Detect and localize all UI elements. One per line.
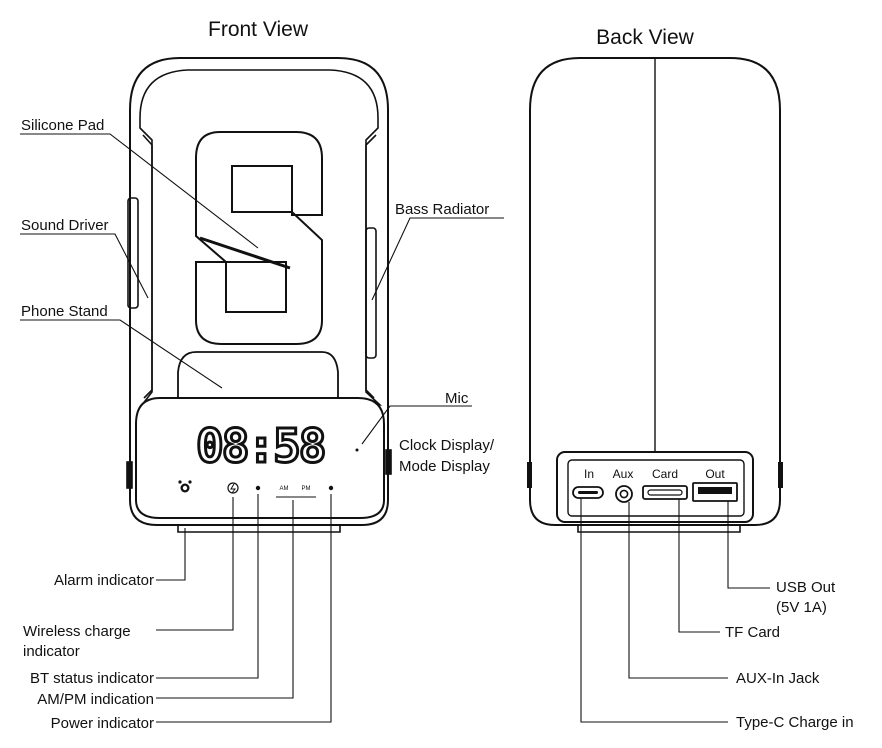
label-tf-card: TF Card: [725, 624, 780, 641]
back-view-title: Back View: [596, 26, 694, 49]
label-wireless-line2: indicator: [23, 643, 80, 660]
label-power: Power indicator: [51, 715, 154, 732]
port-label-card: Card: [652, 467, 678, 481]
label-bt-status: BT status indicator: [30, 670, 154, 687]
usb-out-port: [692, 482, 738, 502]
label-alarm: Alarm indicator: [54, 572, 154, 589]
bt-status-led: [255, 485, 261, 491]
back-device: [527, 57, 783, 533]
back-callout-lines: [580, 498, 770, 723]
label-mic: Mic: [445, 390, 469, 407]
alarm-clock-icon: [178, 480, 192, 493]
front-device: [126, 57, 392, 533]
label-phone-stand: Phone Stand: [21, 303, 108, 320]
label-clock-display-line2: Mode Display: [399, 458, 490, 475]
type-c-port: [572, 486, 604, 499]
back-port-panel: In Aux Card Out: [556, 451, 754, 523]
display-module: 08:58 AM PM: [135, 397, 385, 519]
label-wireless-line1: Wireless charge: [23, 623, 131, 640]
label-silicone-pad: Silicone Pad: [21, 117, 104, 134]
aux-jack-outer: [615, 485, 633, 503]
label-usb-out-line2: (5V 1A): [776, 599, 827, 616]
wireless-charge-icon: [227, 482, 239, 494]
label-type-c: Type-C Charge in: [736, 714, 854, 731]
phone-stand: [177, 351, 339, 398]
mic-hole: [355, 448, 359, 452]
label-usb-out-line1: USB Out: [776, 579, 836, 596]
am-indicator: AM: [280, 486, 289, 492]
port-label-aux: Aux: [613, 467, 634, 481]
port-label-out: Out: [705, 467, 725, 481]
label-ampm: AM/PM indication: [37, 691, 154, 708]
port-label-in: In: [584, 467, 594, 481]
label-clock-display-line1: Clock Display/: [399, 437, 495, 454]
pm-indicator: PM: [302, 486, 311, 492]
label-bass-radiator: Bass Radiator: [395, 201, 489, 218]
power-led: [328, 485, 334, 491]
front-view-title: Front View: [208, 18, 309, 41]
tf-card-slot: [642, 485, 688, 500]
tf-card-slot-inner: [647, 489, 683, 496]
clock-digits: 08:58: [196, 419, 324, 473]
usb-out-port-tongue: [698, 487, 732, 494]
type-c-port-tongue: [578, 491, 598, 494]
front-callout-lines: [20, 133, 504, 723]
label-sound-driver: Sound Driver: [21, 217, 109, 234]
label-aux-in: AUX-In Jack: [736, 670, 820, 687]
aux-jack-inner: [619, 489, 629, 499]
silicone-pad-s-logo: [195, 131, 323, 345]
